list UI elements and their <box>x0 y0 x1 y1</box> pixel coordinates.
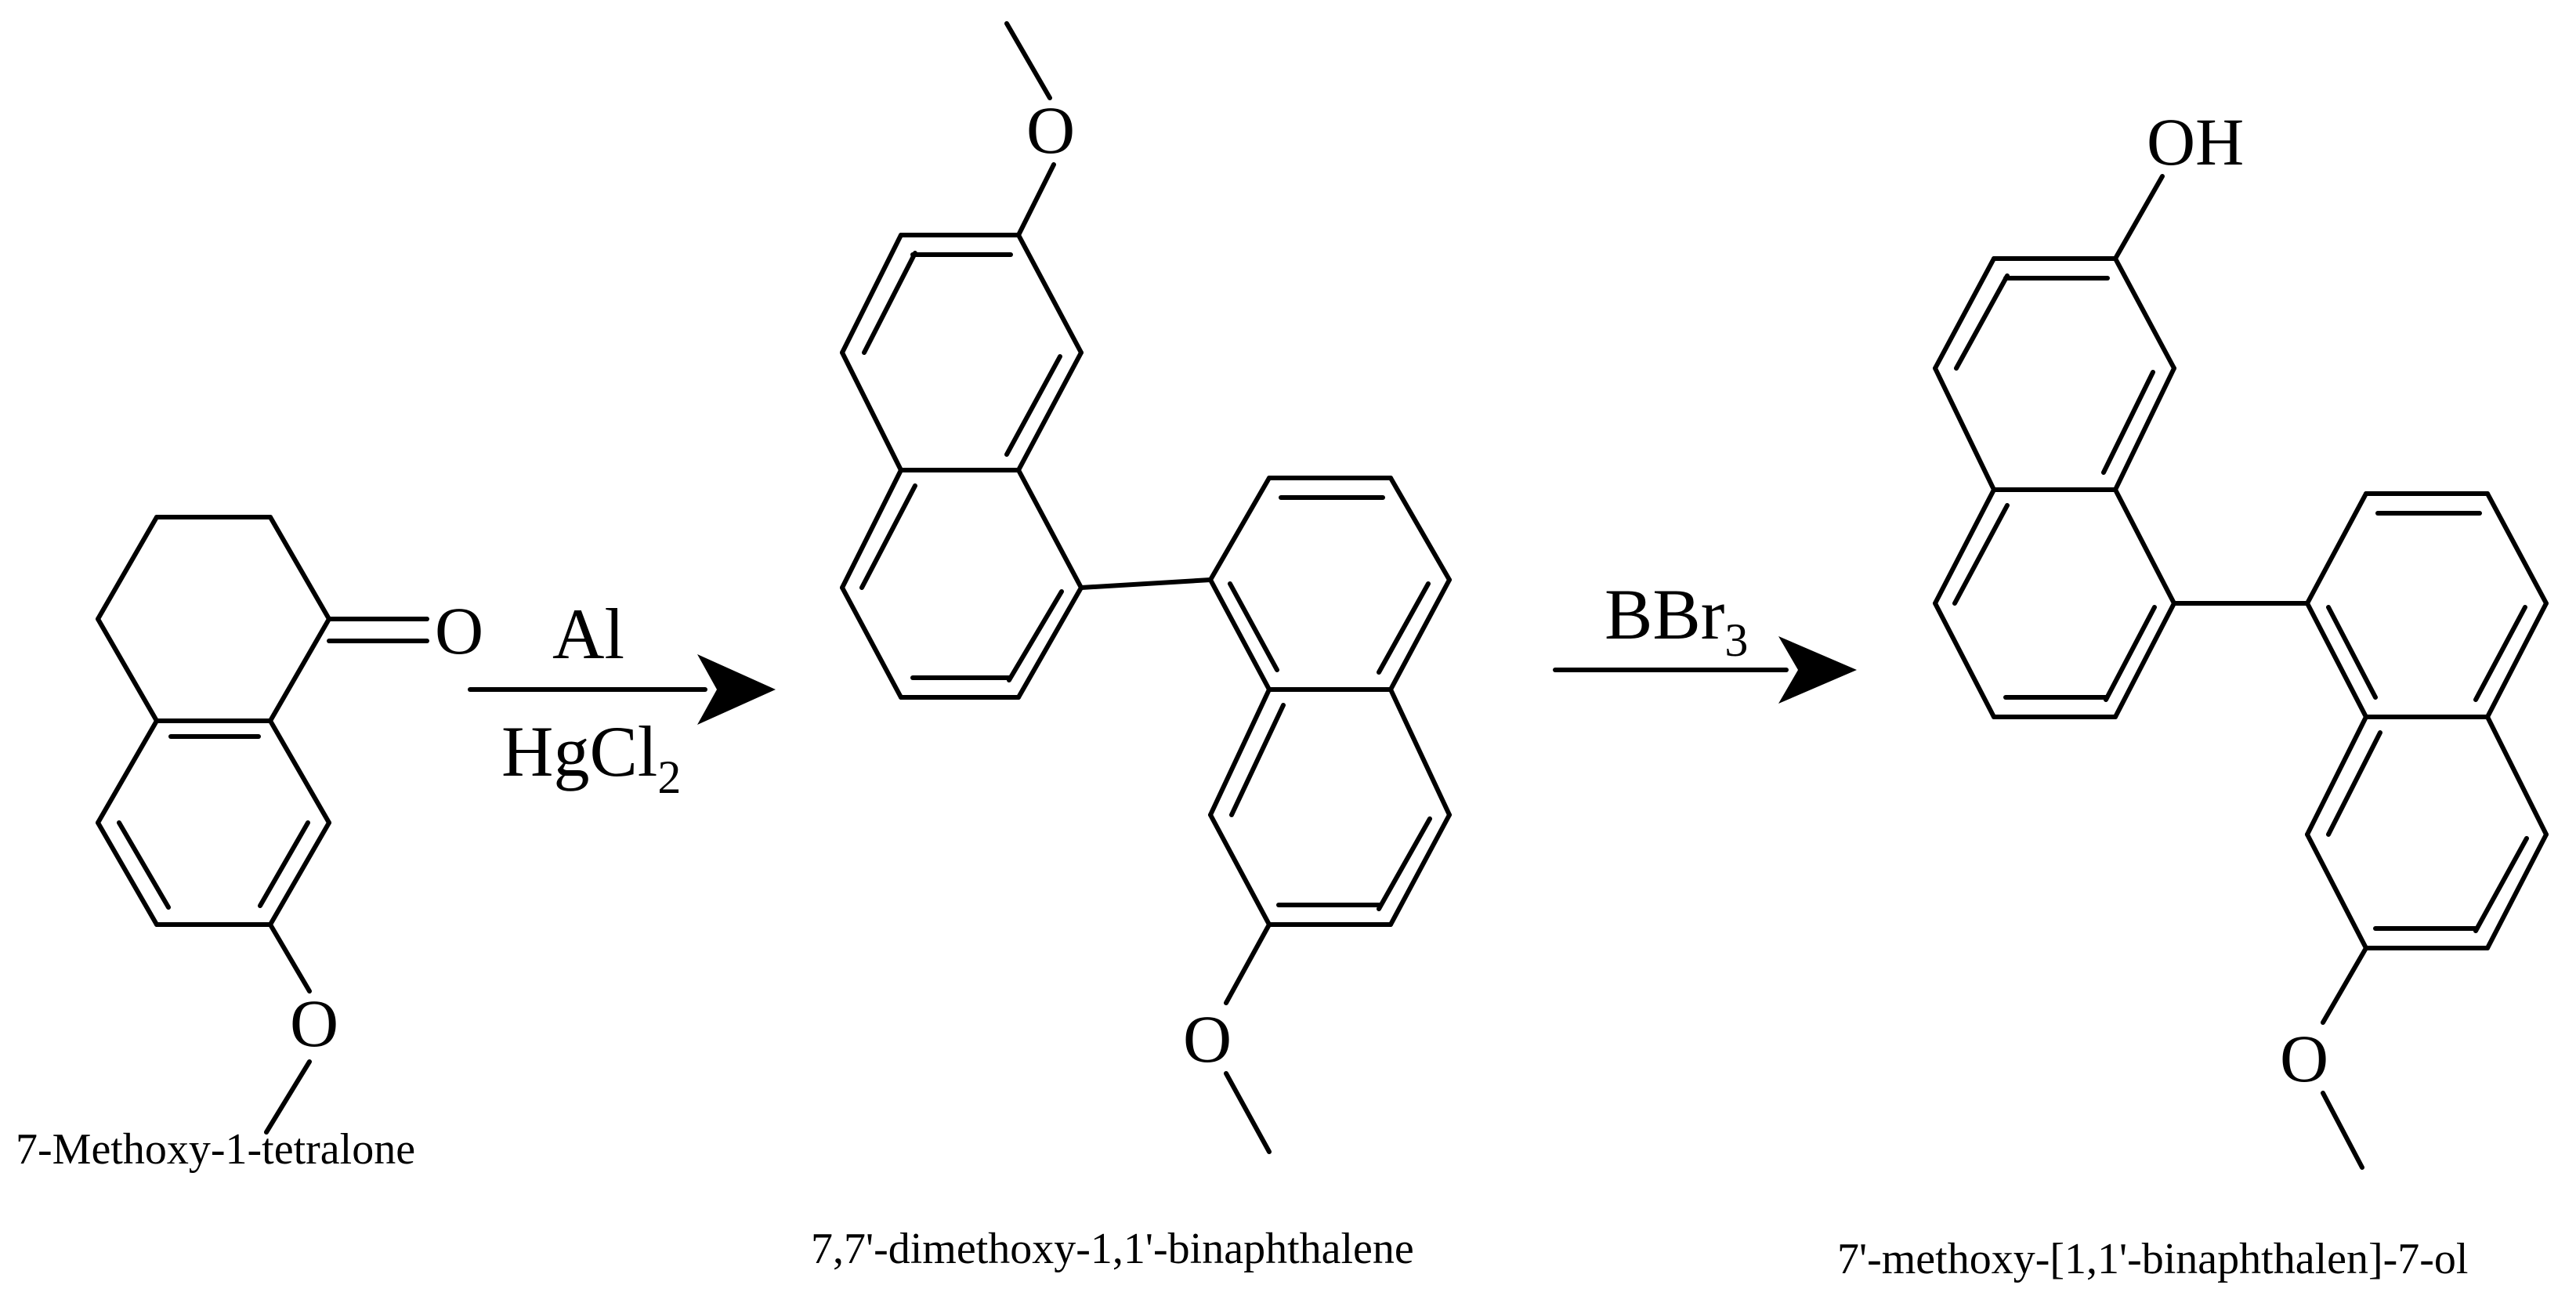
compound-3-hydroxyl-group: OH <box>2147 104 2244 179</box>
reaction-arrow-2 <box>1553 636 1857 704</box>
step-1-reagent-hgcl2: HgCl2 <box>501 711 681 803</box>
compound-3-structure <box>1933 174 2549 1170</box>
step-2-reagent-bbr3-sub: 3 <box>1724 614 1748 666</box>
compound-2-methoxy-oxygen-bottom: O <box>1183 1001 1232 1077</box>
step-1-reagent-hgcl2-main: HgCl <box>501 711 657 791</box>
step-1-reagent-al: Al <box>552 594 624 674</box>
compound-2-structure <box>840 21 1452 1154</box>
step-2-reagent-bbr3: BBr3 <box>1605 574 1748 666</box>
compound-2-name: 7,7'-dimethoxy-1,1'-binaphthalene <box>811 1225 1414 1273</box>
compound-2-methoxy-oxygen-top: O <box>1026 92 1075 168</box>
step-2-reagent-bbr3-main: BBr <box>1605 574 1724 654</box>
reaction-arrow-1 <box>468 654 776 725</box>
compound-3-name: 7'-methoxy-[1,1'-binaphthalen]-7-ol <box>1837 1235 2469 1283</box>
compound-1-carbonyl-oxygen: O <box>435 593 483 668</box>
compound-1-structure <box>96 515 429 1135</box>
compound-1-name: 7-Methoxy-1-tetralone <box>16 1125 415 1174</box>
compound-1-methoxy-oxygen: O <box>290 986 338 1061</box>
compound-3-methoxy-oxygen: O <box>2280 1021 2328 1096</box>
step-1-reagent-hgcl2-sub: 2 <box>657 751 681 803</box>
